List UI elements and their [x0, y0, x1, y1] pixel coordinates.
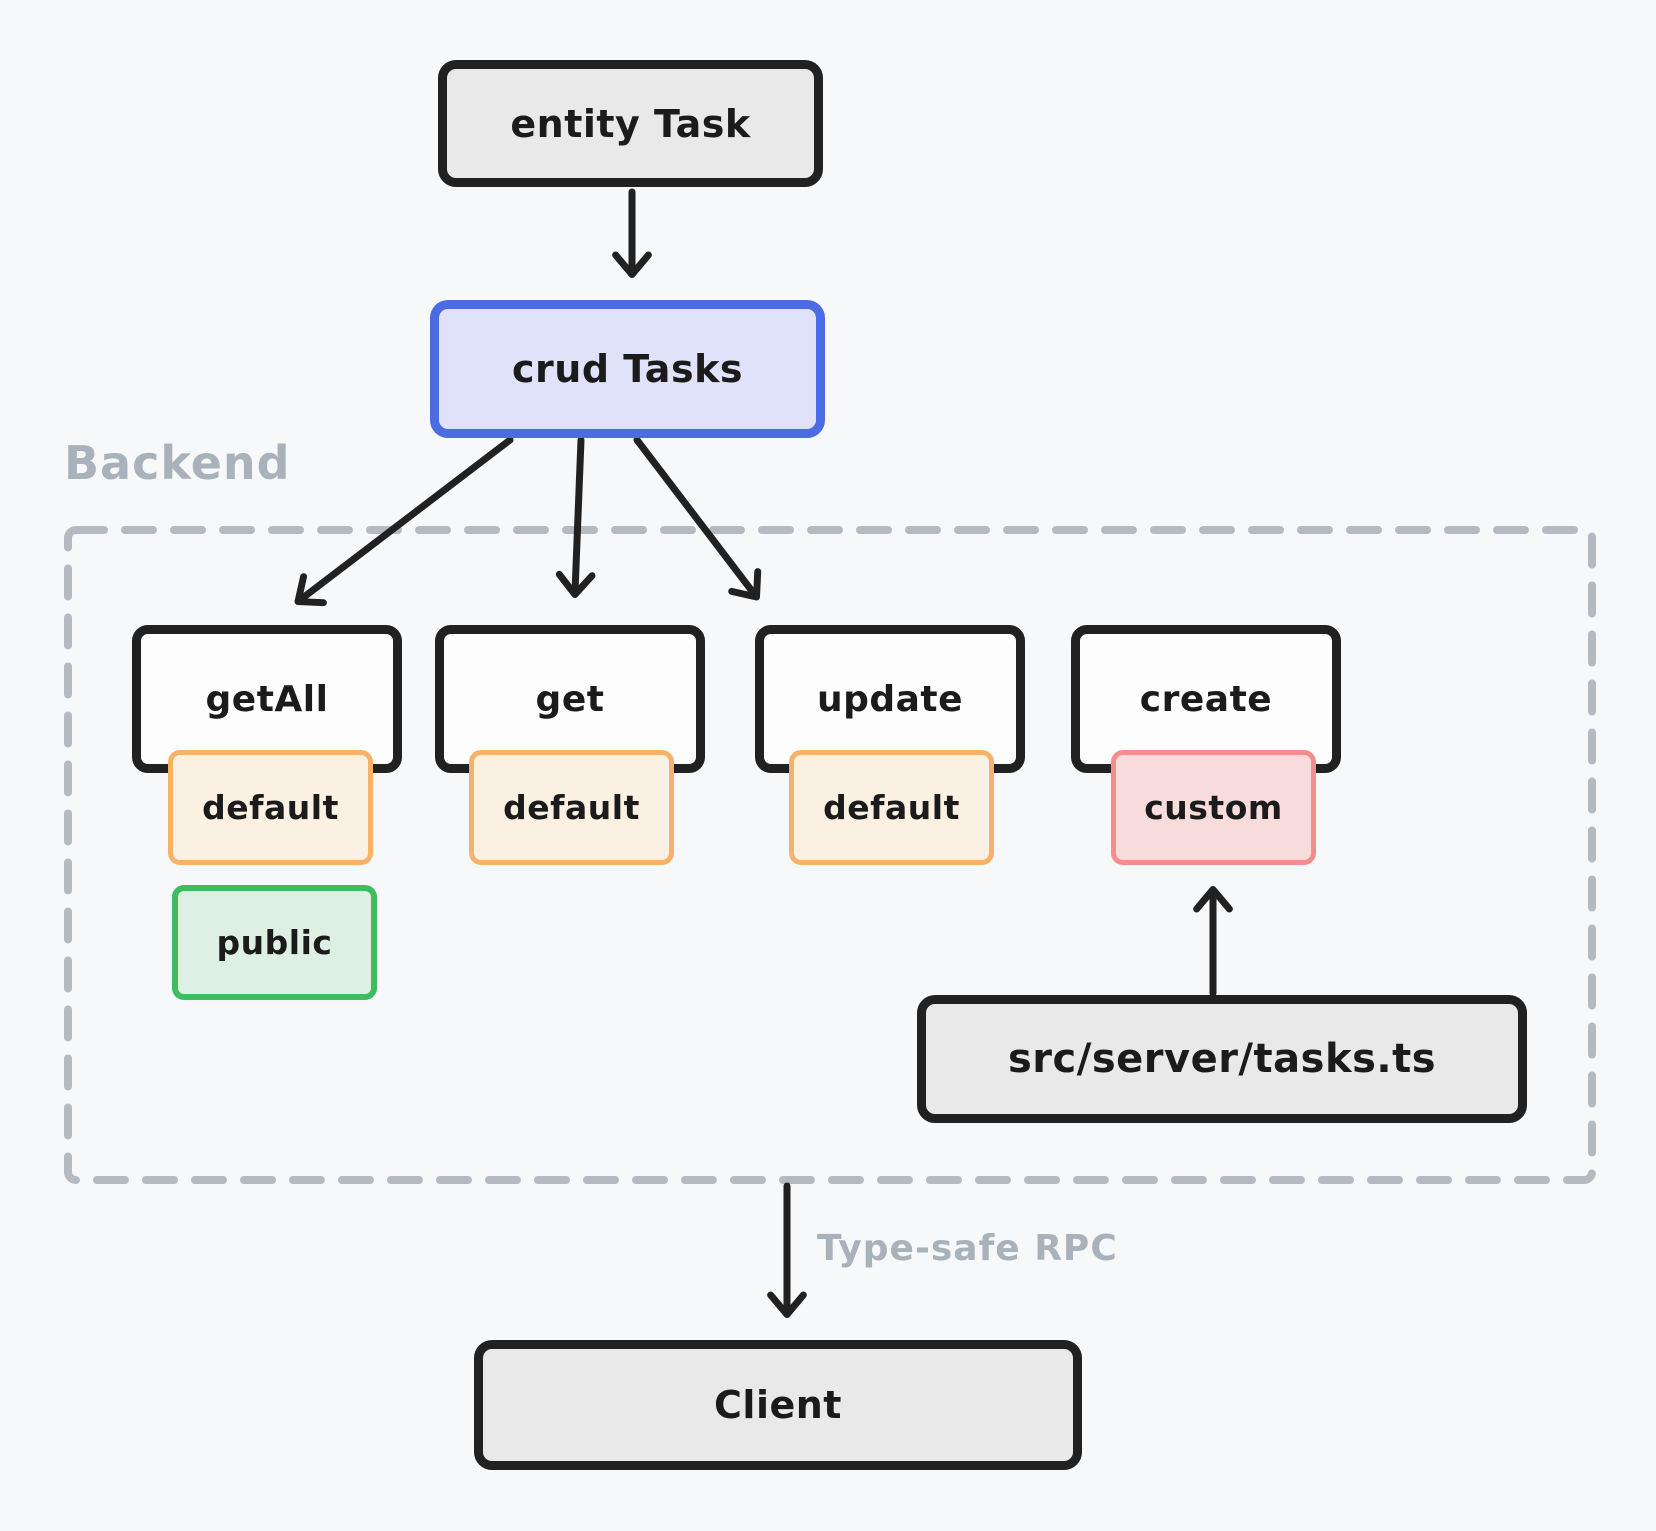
node-crud-tasks-label: crud Tasks	[512, 347, 743, 391]
badge-default-getall: default	[168, 750, 373, 865]
badge-public-getall-label: public	[216, 923, 333, 962]
op-node-get-label: get	[535, 678, 605, 720]
op-node-update: update	[755, 625, 1025, 773]
badge-default-get-label: default	[503, 788, 640, 827]
badge-default-update-label: default	[823, 788, 960, 827]
rpc-label: Type-safe RPC	[817, 1228, 1118, 1269]
op-node-getall-label: getAll	[205, 678, 329, 720]
backend-container	[64, 526, 1596, 1184]
op-node-create: create	[1071, 625, 1341, 773]
node-client-label: Client	[714, 1383, 842, 1427]
op-node-getall: getAll	[132, 625, 402, 773]
op-node-update-label: update	[816, 678, 964, 720]
arrow-crud-to-update	[633, 436, 762, 601]
badge-default-update: default	[789, 750, 994, 865]
badge-default-get: default	[469, 750, 674, 865]
node-client: Client	[474, 1340, 1082, 1470]
node-server-file: src/server/tasks.ts	[917, 995, 1527, 1123]
node-entity-task: entity Task	[438, 60, 823, 187]
backend-label: Backend	[64, 436, 291, 490]
op-node-create-label: create	[1139, 678, 1273, 720]
badge-default-getall-label: default	[202, 788, 339, 827]
node-server-file-label: src/server/tasks.ts	[1007, 1036, 1436, 1082]
badge-public-getall: public	[172, 885, 377, 1000]
arrow-crud-to-get	[555, 436, 596, 598]
node-crud-tasks: crud Tasks	[430, 300, 825, 438]
node-entity-task-label: entity Task	[510, 101, 751, 146]
badge-custom-create: custom	[1111, 750, 1316, 865]
badge-custom-create-label: custom	[1144, 788, 1283, 827]
arrow-crud-to-getall	[294, 436, 514, 607]
